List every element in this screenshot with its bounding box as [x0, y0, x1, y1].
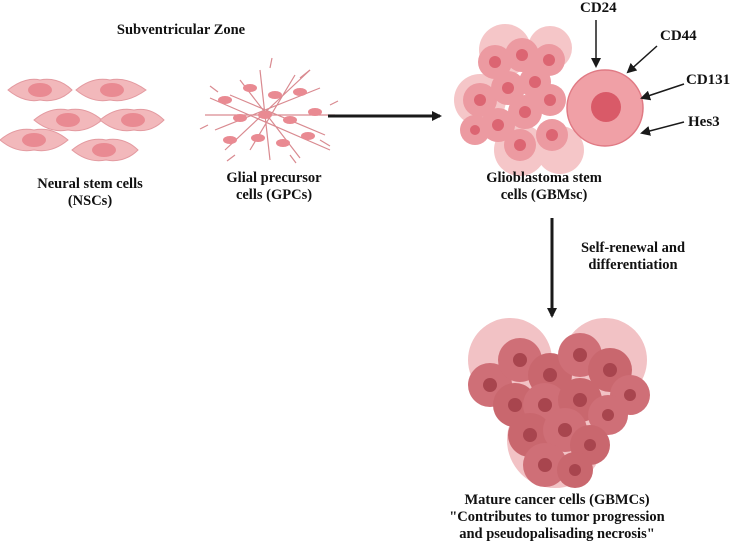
gpc-label: Glial precursor cells (GPCs) [198, 170, 350, 204]
nsc-label-line1: Neural stem cells [37, 176, 143, 192]
nsc-label-line2: (NSCs) [67, 193, 113, 209]
marker-label: CD44 [660, 28, 697, 44]
gbmsc-label: Glioblastoma stem cells (GBMsc) [462, 170, 626, 204]
gpc-label-line2: cells (GPCs) [235, 187, 313, 203]
nsc-label: Neural stem cells (NSCs) [14, 176, 166, 210]
gbmc-tumor-illustration [468, 318, 650, 488]
process-label-line1: Self-renewal and [580, 240, 686, 256]
glial-precursor-nuclei [218, 84, 322, 147]
marker-label: CD131 [686, 72, 731, 88]
process-label: Self-renewal and differentiation [566, 240, 700, 274]
marker-arrows [591, 20, 685, 136]
nsc-cell [75, 78, 147, 102]
gbmsc-cluster-illustration [454, 24, 584, 176]
gbmsc-label-line2: cells (GBMsc) [500, 187, 588, 203]
nsc-cell [71, 138, 139, 162]
gbmc-label-line3: and pseudopalisading necrosis" [459, 526, 655, 542]
nsc-cell [0, 128, 69, 152]
marker-label: Hes3 [688, 114, 720, 130]
gbmsc-highlighted-cell [566, 69, 644, 147]
process-label-line2: differentiation [588, 257, 678, 273]
gbmc-label-line1: Mature cancer cells (GBMCs) [464, 492, 650, 508]
gbmsc-label-line1: Glioblastoma stem [486, 170, 602, 186]
zone-label: Subventricular Zone [116, 22, 246, 38]
marker-label: CD24 [580, 0, 617, 16]
nsc-cell [33, 108, 103, 132]
nsc-cell [99, 108, 165, 132]
neural-stem-cells-illustration [0, 78, 165, 162]
gbmc-label-line2: "Contributes to tumor progression [449, 509, 665, 525]
gbmc-label: Mature cancer cells (GBMCs) "Contributes… [432, 492, 682, 543]
nsc-cell [7, 78, 73, 102]
gpc-label-line1: Glial precursor [226, 170, 322, 186]
